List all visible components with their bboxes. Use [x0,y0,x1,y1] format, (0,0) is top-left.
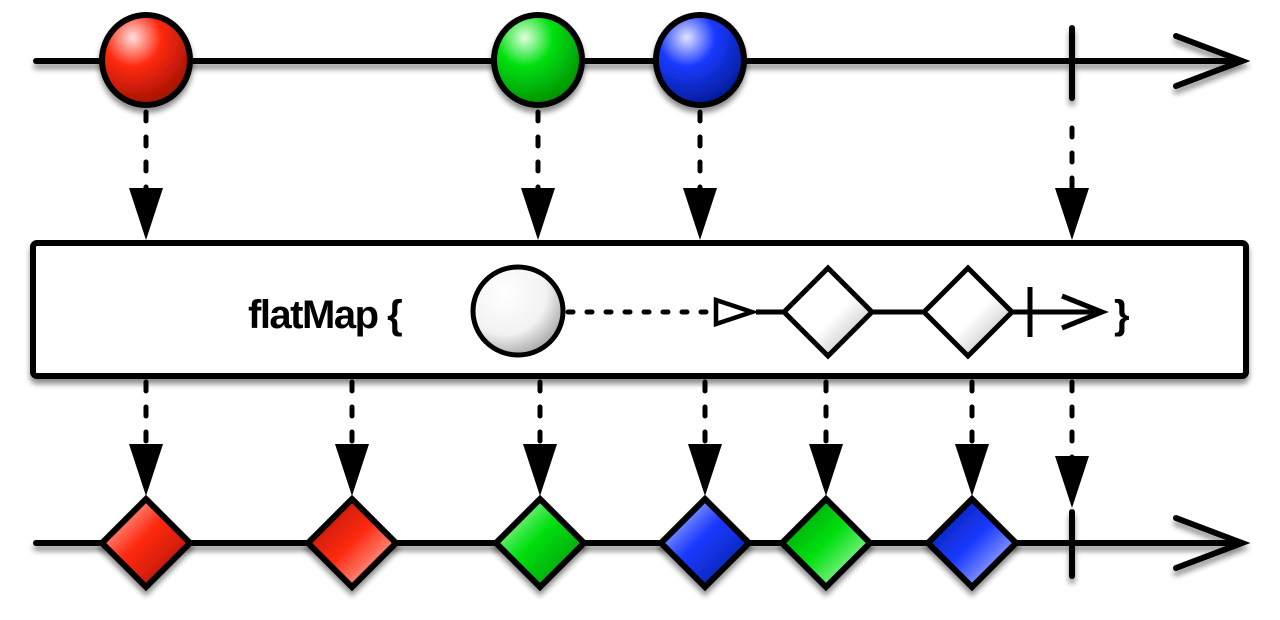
output-connector-5 [809,379,843,496]
arrow-down-icon [335,444,369,496]
output-connector-2 [335,379,369,496]
source-marble-green [491,12,585,108]
output-timeline-arrowhead-icon [1173,515,1251,571]
arrow-down-icon [523,444,557,496]
arrow-down-icon [521,188,555,240]
output-connector-completion [1055,379,1089,508]
inner-arrowhead-icon [1061,293,1109,331]
arrow-down-icon [1055,188,1089,240]
output-marbles [97,494,1021,592]
inner-diamond-2 [920,264,1016,360]
input-connector-2 [521,109,555,240]
operator-label: flatMap { [248,293,402,337]
output-diamond-green [777,494,875,592]
input-connector-3 [683,109,717,240]
arrow-down-icon [129,188,163,240]
inner-source-marble [470,264,566,358]
operator-box: flatMap { } [30,240,1249,379]
output-diamond-blue [656,494,754,592]
operator-closing-brace: } [1114,293,1129,337]
output-connector-1 [129,379,163,496]
operator-box-frame [30,240,1249,379]
arrow-down-icon [683,188,717,240]
arrow-down-icon [1055,456,1089,508]
inner-sequence [470,264,1109,360]
arrow-down-icon [688,444,722,496]
output-connector-3 [523,379,557,496]
output-diamond-red [97,494,195,592]
source-timeline-arrowhead-icon [1173,33,1251,89]
source-marble-blue [653,12,747,108]
output-connector-6 [955,379,989,496]
output-connector-4 [688,379,722,496]
source-timeline [33,25,1251,101]
inner-triangle-icon [713,296,760,328]
input-connector-1 [129,109,163,240]
output-connectors [129,379,1089,508]
arrow-down-icon [809,444,843,496]
inner-diamond-1 [780,264,876,360]
output-diamond-red [303,494,401,592]
source-marbles [99,12,747,108]
output-diamond-blue [923,494,1021,592]
input-connectors [129,109,1089,240]
input-connector-completion [1055,125,1089,240]
arrow-down-icon [129,444,163,496]
arrow-down-icon [955,444,989,496]
output-timeline [33,509,1251,579]
output-diamond-green [491,494,589,592]
source-marble-red [99,12,193,108]
